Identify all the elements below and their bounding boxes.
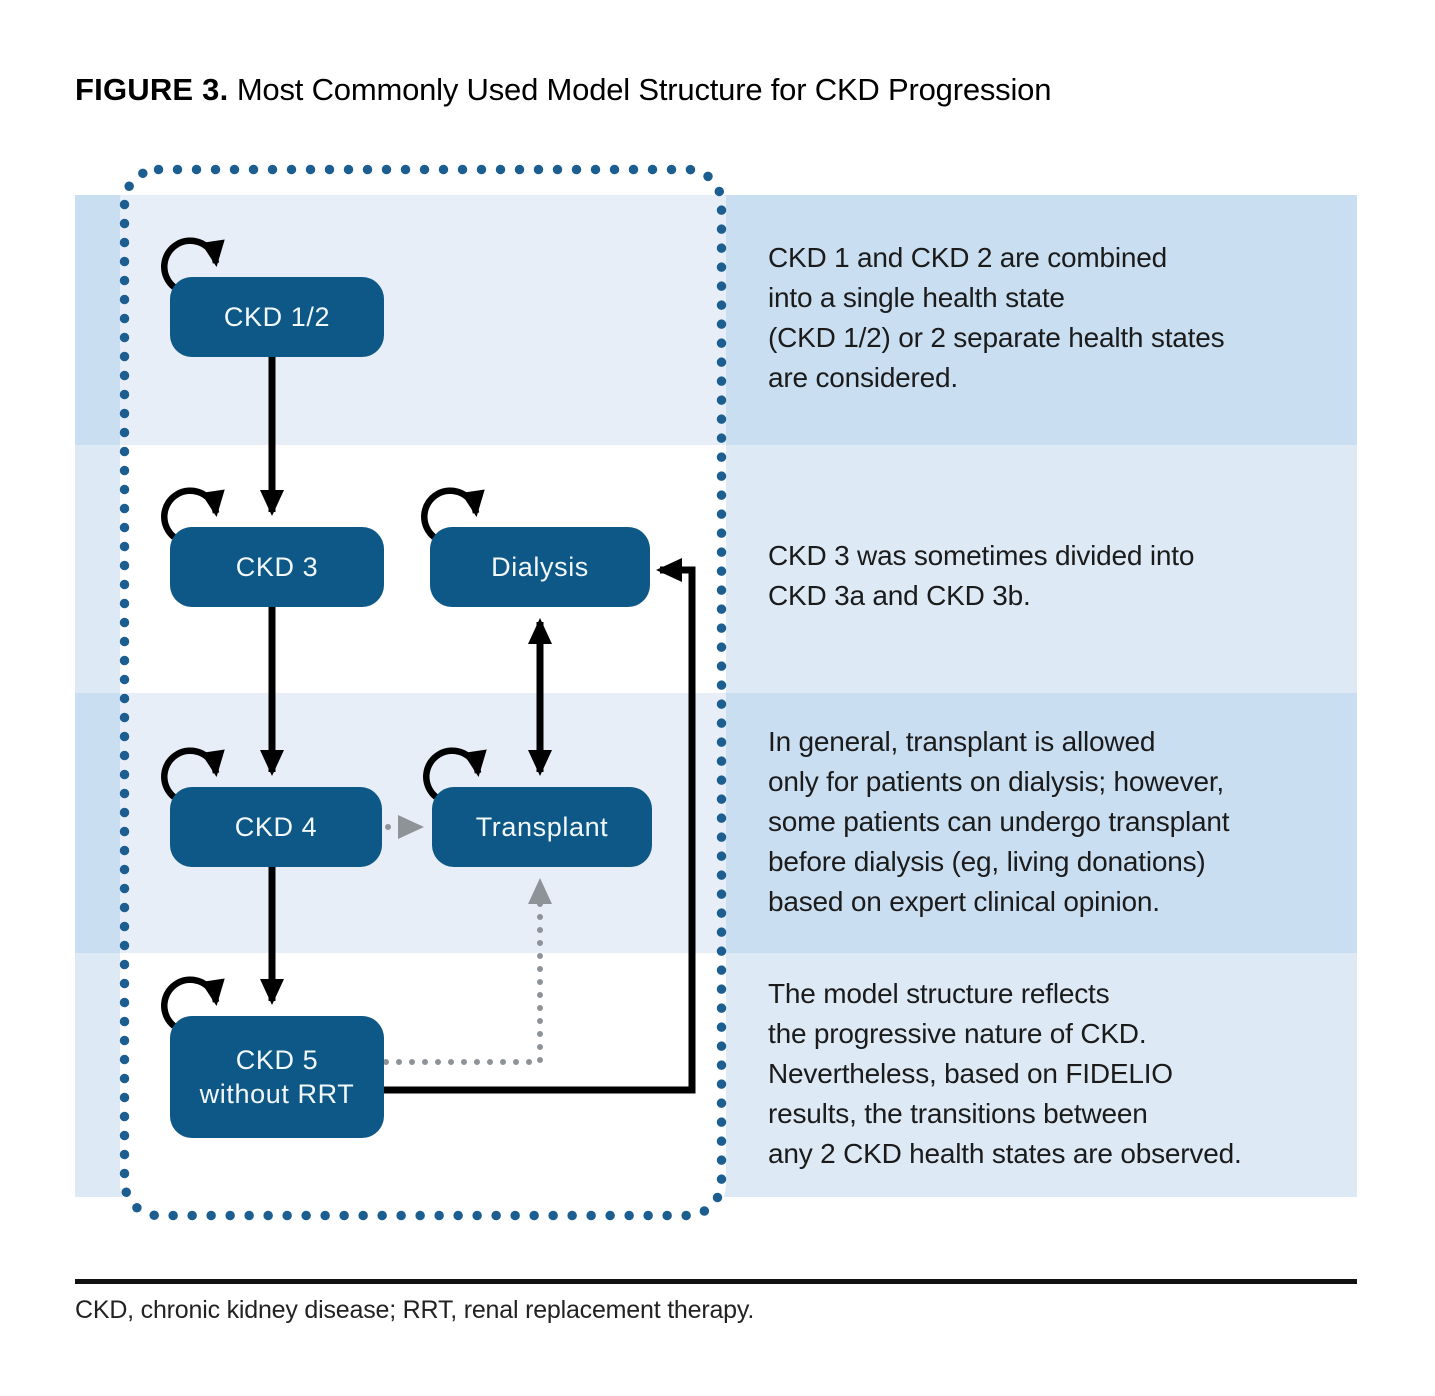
footnote-text: CKD, chronic kidney disease; RRT, renal … bbox=[75, 1296, 755, 1324]
node-ckd-1-2-label: CKD 1/2 bbox=[223, 302, 331, 332]
node-transplant: Transplant bbox=[432, 787, 652, 867]
figure-number-label: FIGURE 3. bbox=[75, 72, 229, 107]
annotation-row-1: CKD 1 and CKD 2 are combined into a sing… bbox=[768, 242, 1225, 393]
annotation-row-3: In general, transplant is allowed only f… bbox=[768, 726, 1230, 917]
annotation-row-2: CKD 3 was sometimes divided into CKD 3a … bbox=[768, 540, 1195, 611]
figure-title: FIGURE 3. Most Commonly Used Model Struc… bbox=[75, 72, 1051, 108]
node-ckd-5-without-rrt-label: CKD 5 without RRT bbox=[199, 1045, 355, 1109]
footnote-divider bbox=[75, 1279, 1357, 1284]
node-dialysis-label: Dialysis bbox=[491, 552, 589, 582]
node-ckd-5-without-rrt: CKD 5 without RRT bbox=[170, 1016, 384, 1138]
annotation-row-4: The model structure reflects the progres… bbox=[768, 978, 1242, 1169]
node-dialysis: Dialysis bbox=[430, 527, 650, 607]
node-ckd-3: CKD 3 bbox=[170, 527, 384, 607]
node-transplant-label: Transplant bbox=[475, 812, 609, 842]
figure-title-text: Most Commonly Used Model Structure for C… bbox=[236, 72, 1052, 107]
node-ckd-4-label: CKD 4 bbox=[234, 812, 318, 842]
node-ckd-1-2: CKD 1/2 bbox=[170, 277, 384, 357]
node-ckd-4: CKD 4 bbox=[170, 787, 382, 867]
node-ckd-3-label: CKD 3 bbox=[235, 552, 319, 582]
